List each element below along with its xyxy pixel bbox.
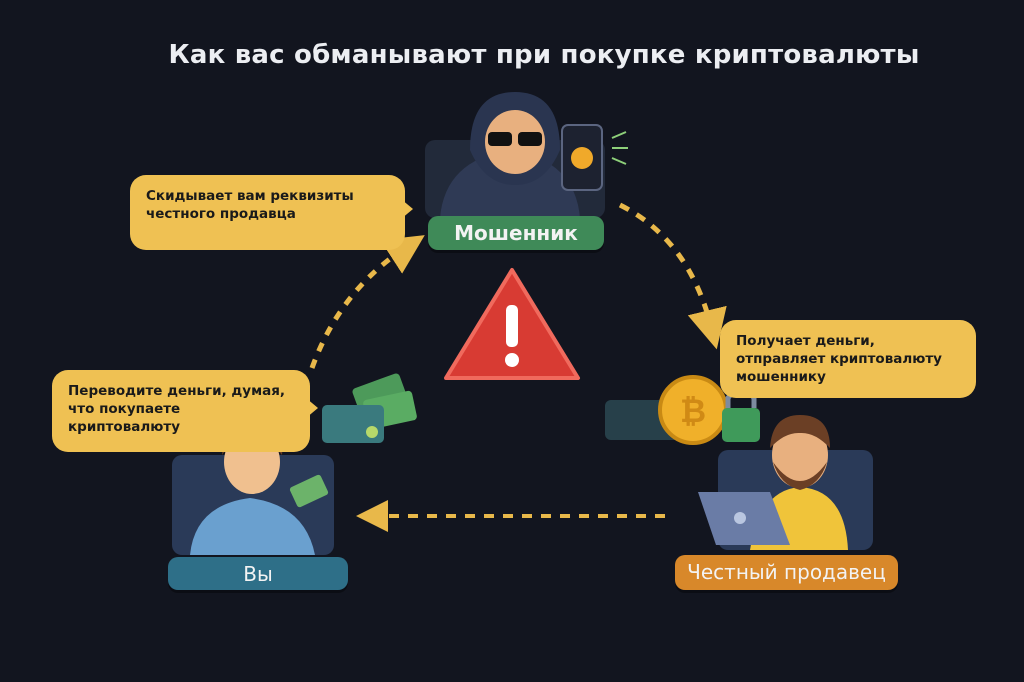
speech-bubble-step3: Получает деньги, отправляет криптовалюту… (720, 320, 976, 398)
svg-text:₿: ₿ (680, 392, 706, 430)
fraudster-illustration (425, 92, 628, 218)
speech-bubble-step1: Скидывает вам реквизиты честного продавц… (130, 175, 413, 250)
arrow-fraudster-to-seller (618, 202, 727, 350)
you-label: Вы (168, 557, 348, 590)
speech-bubble-step2: Переводите деньги, думая, что покупаете … (52, 370, 318, 452)
warning-icon (444, 268, 580, 380)
seller-illustration: ₿ (605, 375, 873, 550)
fraudster-label: Мошенник (428, 216, 604, 250)
seller-label: Честный продавец (675, 555, 898, 590)
page-title: Как вас обманывают при покупке криптовал… (168, 40, 920, 70)
money-card-icon (322, 373, 417, 443)
bitcoin-coin-icon: ₿ (658, 375, 728, 445)
arrow-you-to-fraudster (309, 235, 425, 369)
